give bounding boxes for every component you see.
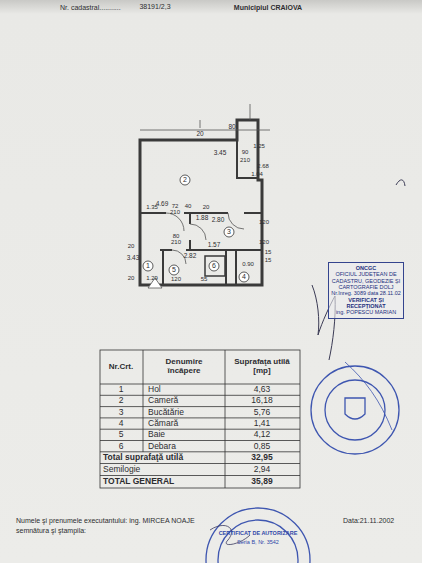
dimension-label: 20 (196, 130, 203, 137)
stamp-text: VERIFICAT ȘI RECEPȚIONAT (331, 297, 401, 310)
document-text: 38191/2,3 (139, 3, 170, 11)
reception-stamp: ONCGCOFICIUL JUDEȚEAN DE CADASTRU, GEODE… (328, 262, 404, 319)
dimension-label: 80 (173, 233, 180, 240)
document-text: Numele şi prenumele executantului: ing. … (16, 517, 195, 525)
stamp-text: Nr.înreg. 3089 data 28.11.02 (331, 290, 401, 296)
dimension-label: 15 (265, 257, 272, 264)
document-text: semnătura şi ştampila: (16, 527, 86, 535)
table-cell: 4,63 (254, 385, 271, 394)
dimension-label: 40 (185, 203, 192, 210)
dimension-label: 1.29 (146, 275, 158, 282)
room-number: 2 (183, 176, 187, 184)
table-cell: Nr.Crt. (109, 363, 133, 372)
dimension-label: 0.90 (242, 261, 254, 268)
dimension-label: 210 (171, 239, 181, 246)
dimension-label: 2.80 (212, 216, 225, 223)
dimension-label: 2.68 (257, 163, 269, 170)
document-text: Nr. cadastral........... (60, 4, 121, 12)
document-text: Municipiul CRAIOVA (234, 4, 302, 12)
table-cell: 5,76 (254, 408, 271, 417)
dimension-label: 1.88 (196, 214, 209, 221)
dimension-label: 3.43 (127, 254, 140, 261)
dimension-label: 1.57 (208, 241, 221, 248)
table-cell: Cameră (148, 396, 178, 405)
dimension-label: 72 (172, 203, 179, 210)
table-cell: Denumire încăpere (148, 358, 220, 376)
dimension-label: 120 (171, 276, 181, 283)
table-cell: 32,95 (251, 453, 272, 462)
table-cell: 0,85 (254, 442, 271, 451)
dimension-label: 90 (242, 149, 249, 156)
table-cell: 6 (119, 442, 124, 451)
room-number: 4 (242, 273, 246, 281)
table-cell: 4 (119, 419, 124, 428)
dimension-label: 20 (128, 275, 135, 282)
stamp-text: ONCGC (331, 265, 401, 271)
dimension-label: 210 (240, 157, 250, 164)
dimension-label: 15 (265, 249, 272, 256)
document-text: Seria B, Nr. 3542 (237, 539, 279, 545)
stamp-text: ing. POPESCU MARIAN (331, 309, 401, 315)
table-cell: 2 (119, 396, 124, 405)
table-cell: Cămară (148, 419, 178, 428)
table-cell: TOTAL GENERAL (103, 477, 174, 486)
table-cell: Hol (148, 385, 161, 394)
table-cell: Semilogie (103, 465, 140, 474)
room-number: 3 (227, 228, 231, 236)
table-cell: 1,41 (254, 419, 271, 428)
dimension-label: 1.35 (146, 204, 158, 211)
dimension-label: 2.82 (184, 252, 197, 259)
dimension-label: 120 (259, 239, 269, 246)
table-cell: 2,94 (254, 465, 271, 474)
table-cell: 35,89 (251, 477, 272, 486)
table-cell: Bucătărie (148, 408, 184, 417)
document-text: Data:21.11.2002 (343, 517, 394, 525)
table-cell: 5 (119, 430, 124, 439)
room-number: 1 (146, 262, 150, 270)
dimension-label: 20 (128, 243, 135, 250)
dimension-label: 20 (203, 204, 210, 211)
dimension-label: 1.25 (253, 143, 265, 150)
dimension-label: 120 (259, 219, 269, 226)
document-text: CERTIFICAT DE AUTORIZARE (219, 530, 298, 536)
table-cell: 4,12 (254, 430, 271, 439)
table-cell: Baie (148, 430, 165, 439)
table-cell: Suprafaţa utilă [mp] (227, 358, 297, 376)
dimension-label: 1.04 (251, 171, 263, 178)
table-cell: Total suprafaţă utilă (103, 453, 183, 462)
dimension-label: 210 (170, 209, 180, 216)
stamp-text: OFICIUL JUDEȚEAN DE CADASTRU, GEODEZIE Ș… (331, 271, 401, 290)
table-cell: 16,18 (251, 396, 272, 405)
dimension-label: 3.45 (214, 149, 227, 156)
table-cell: Debara (148, 442, 176, 451)
room-number: 6 (212, 262, 216, 270)
table-cell: 1 (119, 385, 124, 394)
dimension-label: 55 (201, 276, 208, 283)
table-cell: 3 (119, 408, 124, 417)
dimension-label: 80 (228, 123, 235, 130)
room-number: 5 (172, 266, 176, 274)
